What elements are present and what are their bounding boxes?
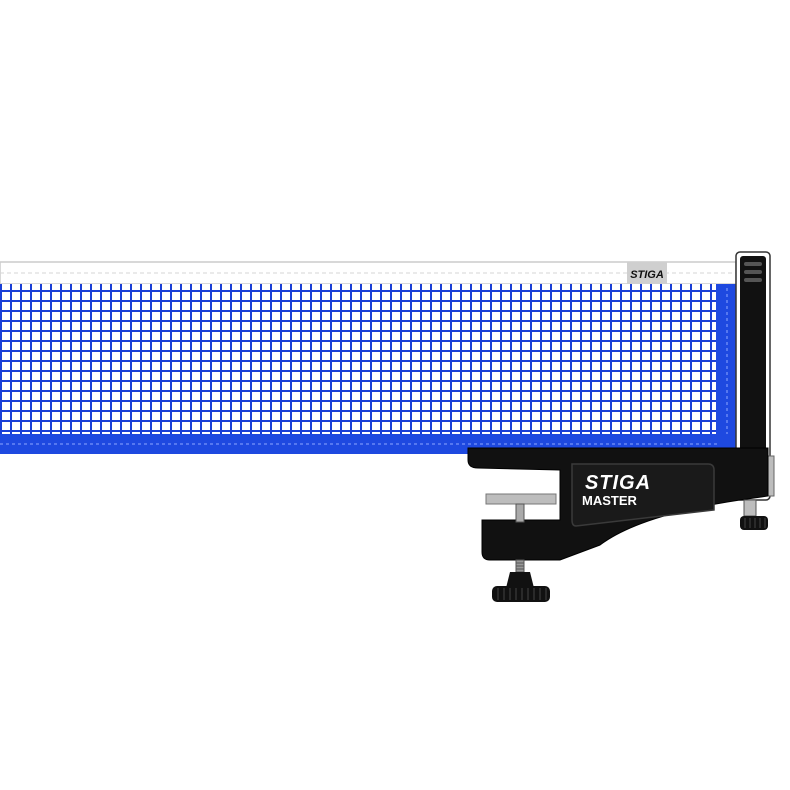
clamp-brand: STIGA <box>585 472 651 494</box>
net-tag-brand: STIGA <box>630 269 664 281</box>
net-logo-tag-icon: STIGA <box>627 262 667 284</box>
post-icon <box>735 251 775 501</box>
clamp-icon: STIGA MASTER <box>467 447 769 561</box>
clamp-model: MASTER <box>582 493 638 508</box>
clamp-plate-icon <box>485 493 557 523</box>
screw-icon <box>515 559 525 573</box>
net-mesh <box>0 284 720 434</box>
net: STIGA <box>0 261 738 454</box>
height-adjuster-icon[interactable] <box>740 499 768 530</box>
clamp-knob-icon[interactable] <box>492 572 550 602</box>
